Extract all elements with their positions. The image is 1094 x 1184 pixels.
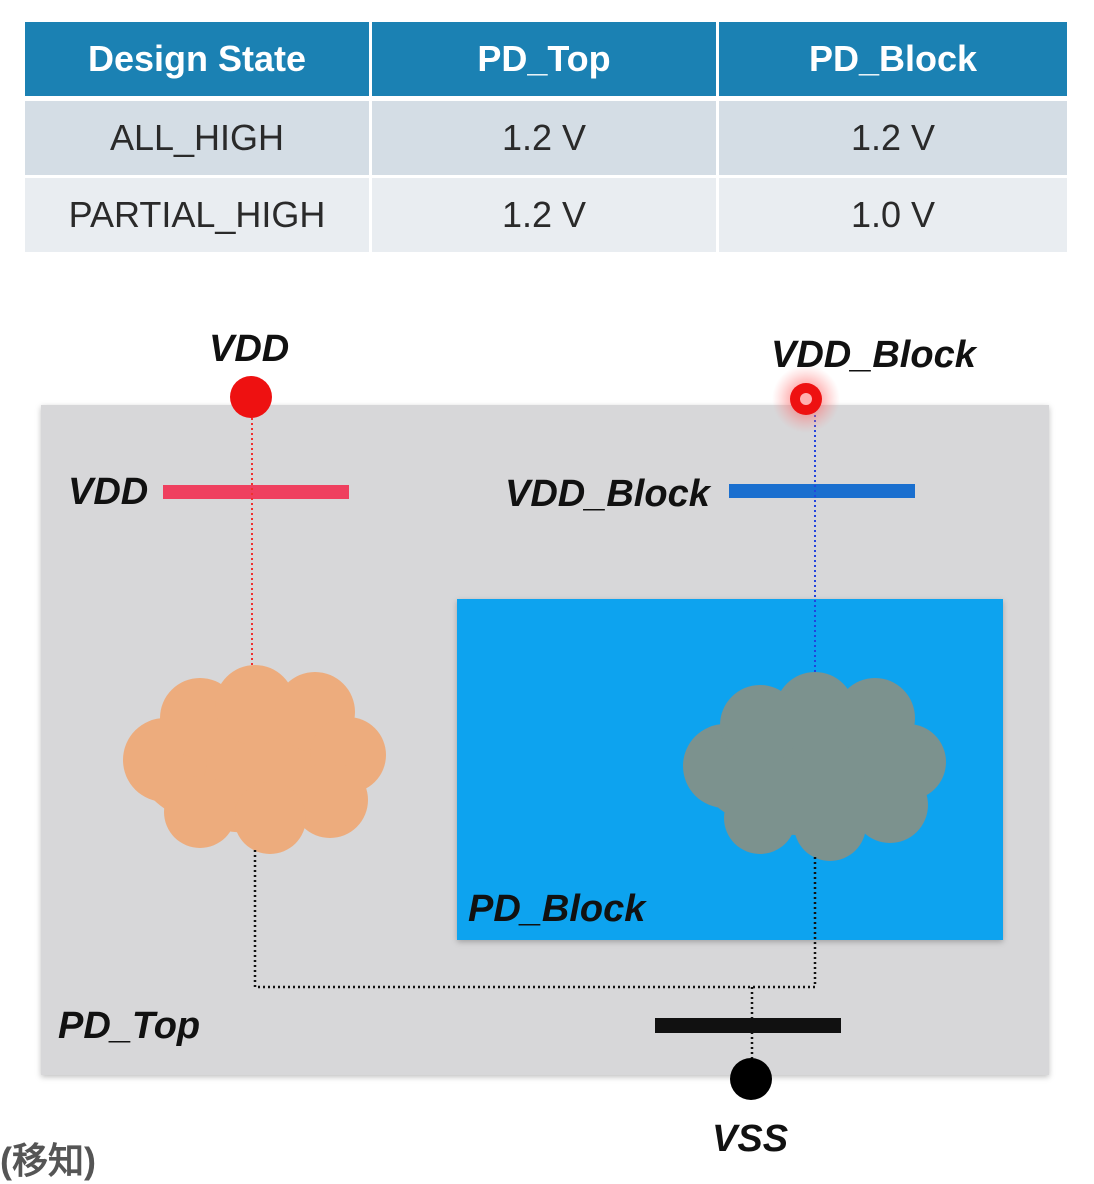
vdd-block-pin-center	[800, 393, 812, 405]
header-design-state: Design State	[25, 22, 372, 101]
top-logic-cloud	[123, 665, 386, 854]
design-state-table: Design State PD_Top PD_Block ALL_HIGH 1.…	[25, 22, 1067, 255]
cell-pd-block-voltage: 1.2 V	[719, 101, 1067, 178]
table-row: PARTIAL_HIGH 1.2 V 1.0 V	[25, 178, 1067, 255]
vdd-pin-label: VDD	[209, 328, 290, 370]
block-logic-cloud	[683, 672, 946, 861]
vss-pin-label: VSS	[712, 1118, 789, 1160]
cell-state: ALL_HIGH	[25, 101, 372, 178]
vdd-pin	[230, 376, 272, 418]
diagram-canvas	[41, 365, 1049, 1100]
vdd-block-pin-label: VDD_Block	[771, 334, 976, 376]
vdd-rail	[163, 485, 349, 499]
cell-pd-top-voltage: 1.2 V	[372, 178, 719, 255]
vdd-block-rail	[729, 484, 915, 498]
table-row: ALL_HIGH 1.2 V 1.2 V	[25, 101, 1067, 178]
table-header-row: Design State PD_Top PD_Block	[25, 22, 1067, 101]
pd-top-label: PD_Top	[58, 1005, 201, 1047]
vdd-block-rail-label: VDD_Block	[505, 473, 710, 515]
header-pd-top: PD_Top	[372, 22, 719, 101]
power-domain-diagram: VDD VDD_Block VDD VDD_Block PD_Block PD_…	[0, 290, 1094, 1175]
vss-rail	[655, 1018, 841, 1033]
vss-pin	[730, 1058, 772, 1100]
cell-pd-block-voltage: 1.0 V	[719, 178, 1067, 255]
cell-pd-top-voltage: 1.2 V	[372, 101, 719, 178]
cell-state: PARTIAL_HIGH	[25, 178, 372, 255]
header-pd-block: PD_Block	[719, 22, 1067, 101]
vss-net-line	[253, 850, 817, 989]
vdd-rail-label: VDD	[68, 471, 149, 513]
watermark-note: (移知)	[0, 1140, 96, 1181]
pd-block-label: PD_Block	[468, 888, 646, 930]
